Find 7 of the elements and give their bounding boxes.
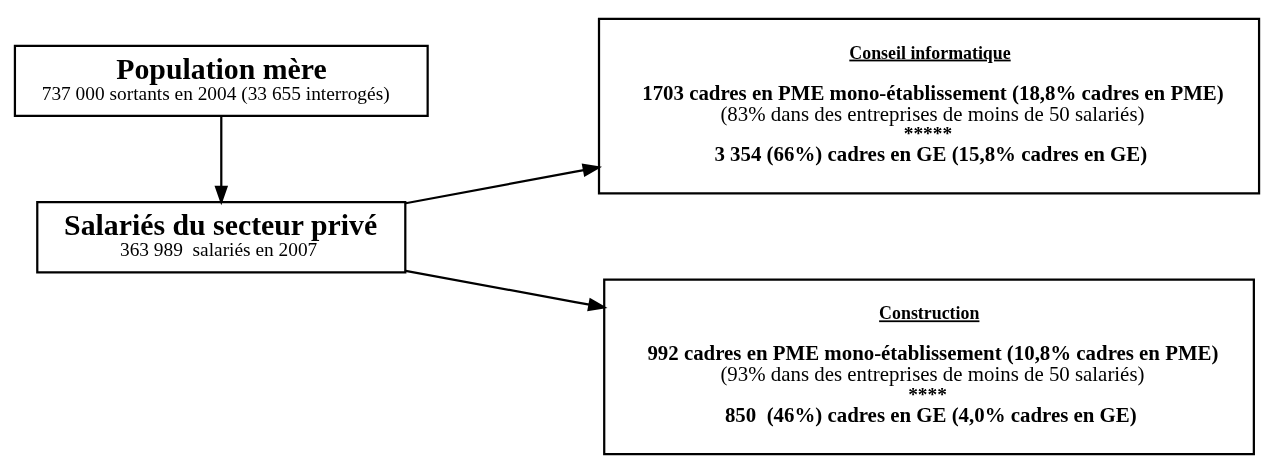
arrow <box>405 163 602 204</box>
node-box: Salariés du secteur privé 363 989 salariés en 2007 <box>36 200 407 273</box>
node-box: Population mère 737 000 sortants en 2004 (33 655 interrogés) <box>13 44 429 117</box>
arrow <box>405 269 608 311</box>
node-box: Conseil informatique 1703 cadres en PME mono-établissement (18,8% cadres en PME) (83% dans des entreprises de moins de 50 salariés) ***** 3 354 (66%) cadres en GE (15,8% cadres en GE) <box>597 17 1261 194</box>
arrow <box>214 115 229 205</box>
node-box: Construction 992 cadres en PME mono-établissement (10,8% cadres en PME) (93% dans des entreprises de moins de 50 salariés) **** 850 (46%) cadres en GE (4,0% cadres en GE) <box>603 278 1255 455</box>
